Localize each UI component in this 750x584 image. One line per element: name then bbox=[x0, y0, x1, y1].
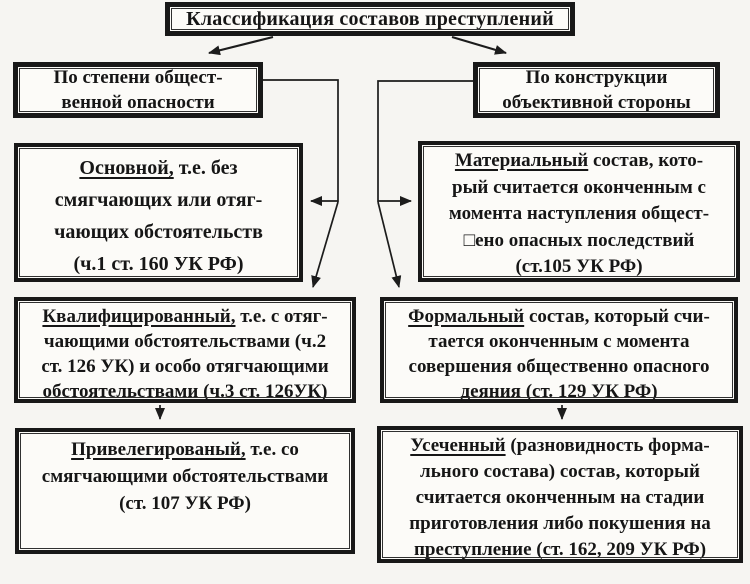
node-materialny-line-1: Материальный состав, кото- bbox=[422, 148, 736, 175]
node-branch-degree-of-danger: По степени общест- венной опасности bbox=[13, 62, 263, 118]
branch-left-line-1: По степени общест- bbox=[53, 67, 223, 88]
node-branch-objective-side: По конструкции объективной стороны bbox=[473, 62, 720, 118]
node-privelegirovanny-line-1: Привелегированый, т.е. со bbox=[19, 436, 351, 463]
node-formalny-lead-rest: состав, который счи- bbox=[524, 306, 710, 327]
node-osnovnoy-line-2: смягчающих или отяг- bbox=[54, 189, 263, 211]
node-privelegirovanny-line-3: (ст. 107 УК РФ) bbox=[119, 493, 251, 514]
node-usechenny-line-2: льного состава) состав, который bbox=[420, 461, 700, 482]
node-privelegirovanny-lead-underlined: Привелегированый, bbox=[71, 439, 246, 460]
node-formalny-lead-underlined: Формальный bbox=[408, 306, 525, 327]
node-formalny-line-3: совершения общественно опасного bbox=[408, 356, 710, 377]
node-materialny-line-3: момента наступления общест- bbox=[448, 203, 710, 224]
node-osnovnoy-line-1: Основной, т.е. без bbox=[18, 152, 299, 184]
node-formalny-line-4: деяния (ст. 129 УК РФ) bbox=[460, 381, 658, 402]
arrow-diagonal-to-kvalifitsirovanny bbox=[311, 201, 339, 288]
node-osnovnoy-line-3: чающих обстоятельств bbox=[54, 221, 263, 243]
node-usechenny-lead-underlined: Усеченный bbox=[410, 435, 506, 456]
arrow-title-to-left-branch bbox=[208, 35, 274, 56]
node-usechenny-line-1: Усеченный (разновидность форма- bbox=[381, 433, 739, 459]
node-osnovnoy-lead-underlined: Основной, bbox=[79, 157, 174, 179]
node-materialny-line-2: рый считается оконченным с bbox=[452, 176, 706, 198]
branch-right-line-2: объективной стороны bbox=[502, 92, 691, 113]
node-usechenny-line-4: приготовления либо покушения на bbox=[409, 513, 711, 534]
branch-left-line-2: венной опасности bbox=[61, 92, 215, 113]
node-usechenny-line-5: преступление (ст. 162, 209 УК РФ) bbox=[413, 539, 707, 560]
node-formalny-line-2: тается оконченным с момента bbox=[428, 331, 690, 352]
elbow-right-branch-down bbox=[377, 80, 477, 202]
node-kvalifitsirovanny-lead-rest: т.е. с отяг- bbox=[235, 306, 328, 327]
diagram-title-text: Классификация составов преступлений bbox=[186, 7, 554, 30]
node-kvalifitsirovanny: Квалифицированный, т.е. с отяг- чающими … bbox=[14, 297, 356, 403]
node-materialny: Материальный состав, кото- рый считается… bbox=[418, 141, 740, 282]
node-usechenny-line-3: считается оконченным на стадии bbox=[415, 487, 705, 508]
node-osnovnoy-lead-rest: т.е. без bbox=[173, 157, 238, 179]
node-kvalifitsirovanny-line-1: Квалифицированный, т.е. с отяг- bbox=[18, 304, 352, 329]
node-privelegirovanny-line-2: смягчающими обстоятельствами bbox=[41, 466, 329, 487]
node-privelegirovanny-lead-rest: т.е. со bbox=[245, 439, 299, 460]
node-materialny-line-5: (ст.105 УК РФ) bbox=[515, 256, 643, 277]
node-usechenny: Усеченный (разновидность форма- льного с… bbox=[377, 426, 743, 563]
node-usechenny-lead-rest: (разновидность форма- bbox=[505, 435, 710, 456]
node-materialny-line-4: □ено опасных последствий bbox=[463, 229, 695, 251]
node-formalny: Формальный состав, который счи- тается о… bbox=[380, 297, 738, 403]
arrow-title-to-right-branch bbox=[451, 35, 507, 55]
node-materialny-lead-underlined: Материальный bbox=[454, 150, 589, 171]
arrow-diagonal-to-formalny bbox=[377, 201, 402, 288]
elbow-left-branch-down bbox=[262, 79, 339, 202]
node-osnovnoy-line-4: (ч.1 ст. 160 УК РФ) bbox=[73, 253, 244, 275]
node-kvalifitsirovanny-line-2: чающими обстоятельствами (ч.2 bbox=[43, 331, 327, 352]
node-kvalifitsirovanny-line-4: обстоятельствами (ч.3 ст. 126УК) bbox=[42, 381, 328, 402]
node-osnovnoy: Основной, т.е. без смягчающих или отяг- … bbox=[14, 143, 303, 282]
node-kvalifitsirovanny-line-3: ст. 126 УК) и особо отягчающими bbox=[41, 356, 329, 377]
node-privelegirovanny: Привелегированый, т.е. со смягчающими об… bbox=[15, 428, 355, 554]
node-formalny-line-1: Формальный состав, который счи- bbox=[384, 304, 734, 329]
node-title: Классификация составов преступлений bbox=[165, 2, 575, 36]
branch-right-line-1: По конструкции bbox=[525, 67, 668, 88]
node-materialny-lead-rest: состав, кото- bbox=[588, 150, 704, 171]
node-kvalifitsirovanny-lead-underlined: Квалифицированный, bbox=[42, 306, 236, 327]
